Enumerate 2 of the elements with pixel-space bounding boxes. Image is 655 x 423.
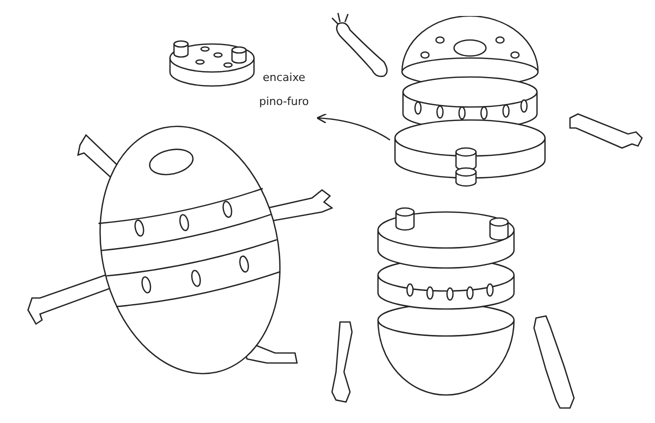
arrow xyxy=(316,113,390,141)
annotation-text: encaixe pino-furo xyxy=(252,66,316,114)
